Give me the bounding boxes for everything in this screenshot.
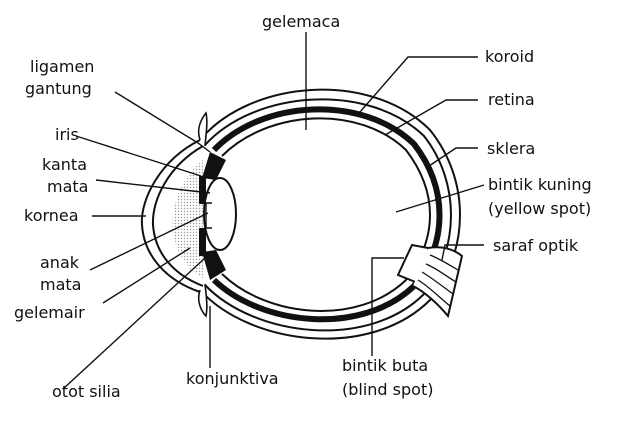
label-retina: retina bbox=[488, 90, 535, 109]
label-saraf-optik: saraf optik bbox=[493, 236, 579, 255]
label-ligamen-line2: gantung bbox=[25, 79, 92, 98]
label-bintik-kuning-line1: bintik kuning bbox=[488, 175, 592, 194]
label-gelemair: gelemair bbox=[14, 303, 85, 322]
leader-saraf-optik bbox=[441, 244, 484, 261]
label-bintik-buta-line1: bintik buta bbox=[342, 356, 428, 375]
leader-otot-silia bbox=[62, 257, 206, 390]
iris-top bbox=[199, 176, 206, 204]
lens bbox=[203, 177, 237, 251]
retina-layer bbox=[221, 117, 431, 312]
label-bintik-kuning-line2: (yellow spot) bbox=[488, 199, 591, 218]
label-kornea: kornea bbox=[24, 206, 79, 225]
label-anak-line2: mata bbox=[40, 275, 81, 294]
label-gelemaca: gelemaca bbox=[262, 12, 340, 31]
label-konjunktiva: konjunktiva bbox=[186, 369, 279, 388]
ciliary-body-top bbox=[202, 152, 226, 180]
leader-koroid bbox=[359, 56, 478, 113]
conjunctiva-top bbox=[197, 111, 208, 147]
leader-ligamen bbox=[114, 91, 211, 153]
leader-lines bbox=[62, 32, 485, 390]
aqueous-humour-region bbox=[172, 160, 203, 278]
label-otot-silia: otot silia bbox=[52, 382, 121, 401]
choroid-layer bbox=[211, 106, 443, 323]
leader-kanta bbox=[95, 179, 211, 194]
sclera-inner bbox=[204, 98, 452, 332]
pupil-mark bbox=[205, 202, 212, 229]
ciliary-body-bottom bbox=[202, 250, 226, 280]
label-bintik-buta-line2: (blind spot) bbox=[342, 380, 433, 399]
label-kanta-line1: kanta bbox=[42, 155, 87, 174]
iris-bottom bbox=[199, 228, 206, 256]
leader-sklera bbox=[425, 147, 478, 169]
leader-retina bbox=[384, 99, 478, 136]
leader-bintik-kuning bbox=[395, 184, 485, 213]
leader-gelemair bbox=[102, 247, 191, 304]
label-sklera: sklera bbox=[487, 139, 535, 158]
label-ligamen-line1: ligamen bbox=[30, 57, 94, 76]
label-koroid: koroid bbox=[485, 47, 534, 66]
conjunctiva-bottom bbox=[197, 283, 208, 318]
cornea-outer bbox=[140, 139, 201, 293]
leader-bintik-buta bbox=[371, 257, 404, 356]
cornea-inner bbox=[151, 145, 204, 287]
label-anak-line1: anak bbox=[40, 253, 80, 272]
label-iris: iris bbox=[55, 125, 79, 144]
label-kanta-line2: mata bbox=[47, 177, 88, 196]
optic-nerve-fibres bbox=[417, 254, 459, 307]
leader-iris bbox=[75, 135, 202, 177]
leader-anak-mata bbox=[89, 212, 209, 271]
